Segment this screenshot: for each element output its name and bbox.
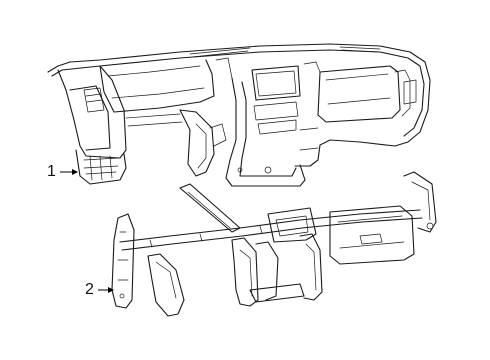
- instrument-panel: [47, 43, 431, 187]
- leader-line-1: [60, 169, 78, 175]
- leader-line-2: [98, 287, 114, 293]
- cross-car-beam: [111, 171, 437, 317]
- callout-number-1: 1: [47, 163, 56, 180]
- callout-number-2: 2: [85, 281, 94, 298]
